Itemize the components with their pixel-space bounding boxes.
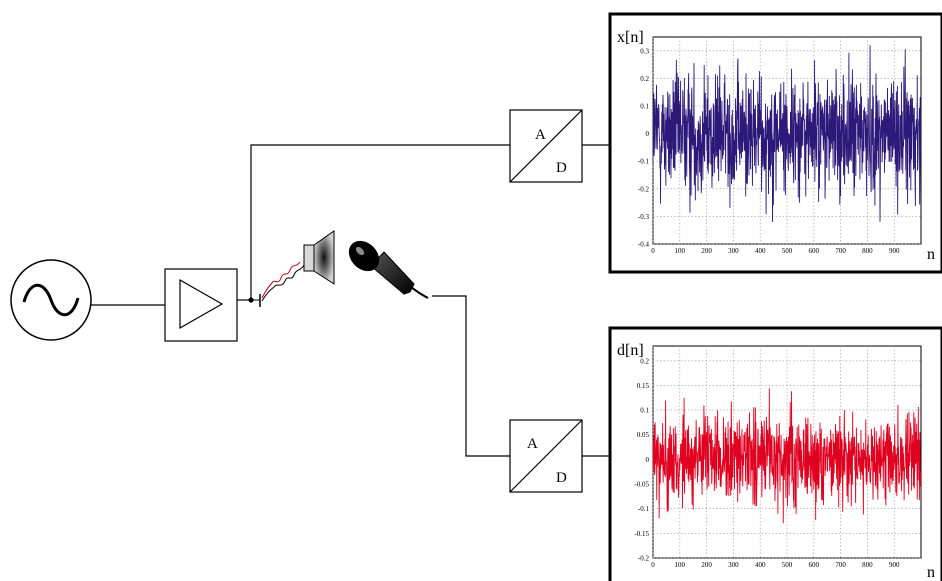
chart-xn-ytick-label: -0.2 — [638, 185, 650, 193]
wire-mic-to-adc-bottom — [432, 295, 510, 457]
adc-bottom: A D — [509, 419, 583, 493]
adc-bottom-label-d: D — [556, 470, 567, 486]
chart-dn-xtick-label: 400 — [755, 561, 766, 569]
chart-dn-series — [652, 388, 922, 524]
chart-dn-xtick-label: 300 — [728, 561, 739, 569]
chart-dn-ytick-label: 0.2 — [640, 357, 649, 365]
chart-xn-ytick-label: -0.3 — [638, 213, 650, 221]
chart-xn-xtick-label: 200 — [701, 247, 712, 255]
chart-xn-signal-line — [652, 45, 922, 222]
chart-xn-xtick-label: 300 — [728, 247, 739, 255]
chart-dn-ytick-label: 0.15 — [637, 382, 650, 390]
chart-dn-signal-line — [652, 388, 922, 524]
chart-dn-xtick-label: 600 — [809, 561, 820, 569]
chart-xn-xtick-label: 900 — [889, 247, 900, 255]
chart-xn-ytick-label: -0.1 — [638, 158, 650, 166]
chart-xn-ytick-label: 0.3 — [640, 47, 649, 55]
chart-dn-xtick-label: 100 — [675, 561, 686, 569]
chart-xn-xtick-label: 100 — [675, 247, 686, 255]
chart-dn-xlabel: n — [927, 564, 935, 581]
adc-top: A D — [509, 109, 583, 183]
chart-dn-xtick-label: 800 — [862, 561, 873, 569]
wire-junction-to-adc-top — [250, 144, 510, 300]
chart-dn: -0.2 -0.15 -0.1 -0.05 0 0.05 0.1 0.15 0.2 0 100 20… — [608, 326, 942, 581]
chart-dn-ytick-label: 0 — [646, 456, 650, 464]
chart-dn-ytick-label: -0.15 — [634, 530, 649, 538]
loudspeaker-icon — [303, 230, 335, 285]
chart-xn-ytick-label: -0.4 — [638, 241, 650, 249]
chart-xn: -0.4 -0.3 -0.2 -0.1 0 0.1 0.2 0.3 0 100 200 300 400… — [608, 12, 942, 274]
chart-dn-ytick-label: -0.2 — [638, 555, 650, 563]
chart-xn-xtick-label: 700 — [835, 247, 846, 255]
chart-dn-y-ticks: -0.2 -0.15 -0.1 -0.05 0 0.05 0.1 0.15 0.2 — [634, 357, 649, 562]
chart-dn-xtick-label: 500 — [782, 561, 793, 569]
chart-dn-xtick-label: 200 — [701, 561, 712, 569]
sine-wave-source-icon — [10, 259, 92, 341]
chart-dn-xtick-label: 0 — [651, 561, 655, 569]
adc-top-label-a: A — [535, 127, 546, 143]
speaker-cable — [251, 261, 305, 307]
microphone-icon — [348, 240, 429, 299]
adc-top-label-d: D — [556, 160, 567, 176]
wires — [91, 144, 610, 457]
chart-dn-xtick-label: 700 — [835, 561, 846, 569]
chart-xn-y-ticks: -0.4 -0.3 -0.2 -0.1 0 0.1 0.2 0.3 — [638, 47, 650, 248]
chart-dn-x-ticks: 0 100 200 300 400 500 600 700 800 900 — [651, 561, 900, 569]
chart-xn-xtick-label: 0 — [651, 247, 655, 255]
chart-xn-ytick-label: 0.2 — [640, 75, 649, 83]
chart-xn-xtick-label: 400 — [755, 247, 766, 255]
chart-xn-ytick-label: 0 — [646, 130, 650, 138]
adc-bottom-label-a: A — [527, 436, 538, 452]
chart-xn-xtick-label: 500 — [782, 247, 793, 255]
chart-dn-xtick-label: 900 — [889, 561, 900, 569]
chart-xn-series — [652, 45, 922, 222]
chart-xn-ytick-label: 0.1 — [640, 103, 649, 111]
chart-dn-ytick-label: 0.1 — [640, 407, 649, 415]
chart-dn-ytick-label: -0.05 — [634, 481, 649, 489]
chart-xn-x-ticks: 0 100 200 300 400 500 600 700 800 900 — [651, 247, 900, 255]
chart-dn-ytick-label: 0.05 — [637, 431, 650, 439]
chart-xn-xlabel: n — [927, 246, 935, 263]
amplifier-triangle-icon — [164, 268, 238, 342]
chart-xn-xtick-label: 800 — [862, 247, 873, 255]
chart-xn-ylabel: x[n] — [617, 29, 644, 46]
chart-xn-xtick-label: 600 — [809, 247, 820, 255]
chart-dn-ytick-label: -0.1 — [638, 505, 650, 513]
chart-dn-ylabel: d[n] — [617, 342, 644, 359]
